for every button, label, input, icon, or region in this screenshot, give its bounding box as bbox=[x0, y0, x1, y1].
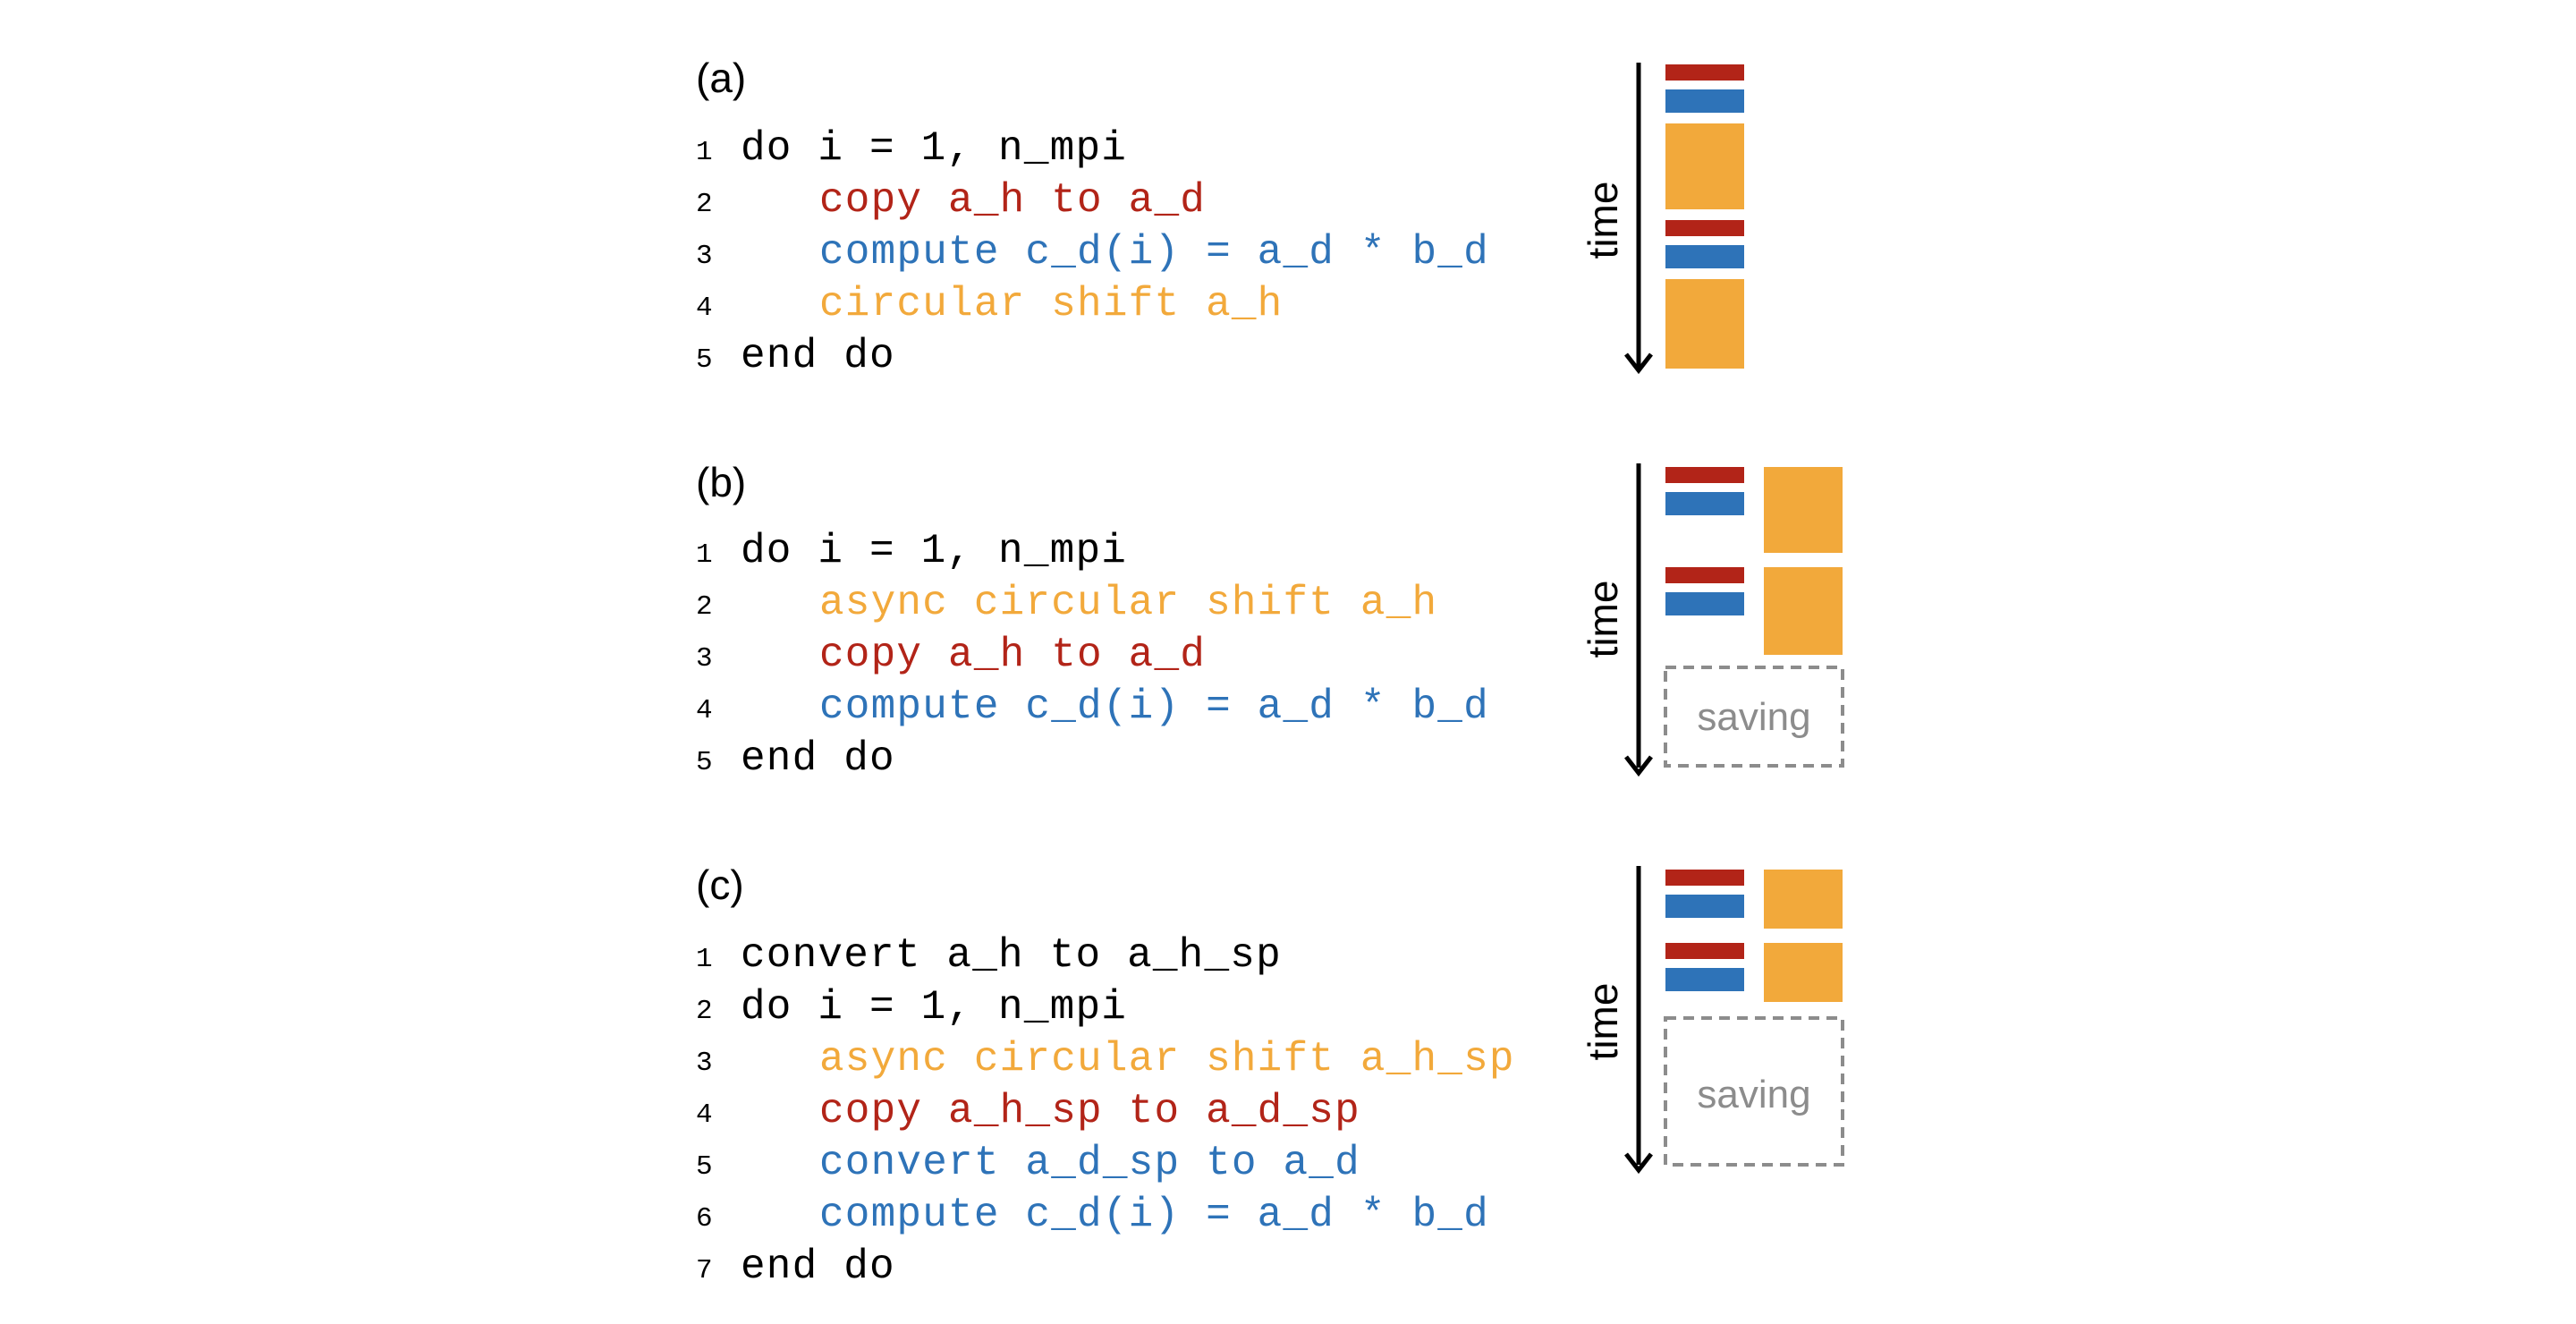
compute-bar bbox=[1665, 895, 1744, 918]
panel-c-line-5: 5 convert a_d_sp to a_d bbox=[696, 1140, 1360, 1192]
code-text: copy a_h to a_d bbox=[819, 177, 1207, 224]
panel-c-line-3: 3 async circular shift a_h_sp bbox=[696, 1036, 1515, 1088]
line-number: 3 bbox=[696, 1048, 713, 1079]
code-text: end do bbox=[741, 735, 895, 782]
panel-a-label: (a) bbox=[696, 55, 747, 101]
code-text: copy a_h to a_d bbox=[819, 632, 1207, 678]
line-number: 2 bbox=[696, 996, 713, 1027]
timeline-a: time bbox=[1580, 63, 1744, 375]
panel-a-line-5: 5 end do bbox=[696, 333, 895, 385]
panel-a-line-3: 3 compute c_d(i) = a_d * b_d bbox=[696, 229, 1489, 281]
code-text: end do bbox=[741, 333, 895, 379]
panel-c-label: (c) bbox=[696, 861, 744, 908]
saving-label: saving bbox=[1697, 695, 1810, 739]
line-number: 4 bbox=[696, 695, 713, 726]
panel-b-line-1: 1 do i = 1, n_mpi bbox=[696, 528, 1127, 580]
time-axis-label: time bbox=[1580, 983, 1626, 1061]
copy-bar bbox=[1665, 64, 1744, 81]
panel-b-line-3: 3 copy a_h to a_d bbox=[696, 632, 1206, 683]
shift-block bbox=[1764, 567, 1843, 655]
code-text: convert a_d_sp to a_d bbox=[819, 1140, 1360, 1186]
line-number: 4 bbox=[696, 293, 713, 324]
code-text: copy a_h_sp to a_d_sp bbox=[819, 1088, 1360, 1134]
shift-block bbox=[1764, 870, 1843, 929]
saving-box bbox=[1664, 1016, 1844, 1167]
line-number: 5 bbox=[696, 747, 713, 778]
saving-box bbox=[1664, 666, 1844, 768]
panel-b-line-4: 4 compute c_d(i) = a_d * b_d bbox=[696, 683, 1489, 735]
panel-a-line-1: 1 do i = 1, n_mpi bbox=[696, 125, 1127, 177]
time-axis-label: time bbox=[1580, 182, 1626, 259]
line-number: 2 bbox=[696, 591, 713, 623]
code-text: async circular shift a_h bbox=[819, 580, 1438, 626]
code-text: do i = 1, n_mpi bbox=[741, 528, 1128, 574]
compute-bar bbox=[1665, 592, 1744, 615]
arrowhead-icon bbox=[1624, 1152, 1653, 1175]
code-text: end do bbox=[741, 1243, 895, 1290]
line-number: 5 bbox=[696, 344, 713, 376]
time-axis-label: time bbox=[1580, 581, 1626, 658]
saving-label: saving bbox=[1697, 1073, 1810, 1116]
copy-bar bbox=[1665, 220, 1744, 236]
panel-a-line-4: 4 circular shift a_h bbox=[696, 281, 1283, 333]
shift-block bbox=[1665, 279, 1744, 369]
line-number: 5 bbox=[696, 1151, 713, 1183]
panel-c-line-2: 2 do i = 1, n_mpi bbox=[696, 984, 1127, 1036]
compute-bar bbox=[1665, 89, 1744, 113]
panel-c-line-7: 7 end do bbox=[696, 1243, 895, 1295]
line-number: 1 bbox=[696, 944, 713, 975]
timeline-c: time saving bbox=[1580, 866, 1844, 1175]
code-text: compute c_d(i) = a_d * b_d bbox=[819, 1192, 1489, 1238]
code-text: convert a_h to a_h_sp bbox=[741, 932, 1282, 979]
line-number: 2 bbox=[696, 189, 713, 220]
panel-c-line-4: 4 copy a_h_sp to a_d_sp bbox=[696, 1088, 1360, 1140]
line-number: 3 bbox=[696, 241, 713, 272]
copy-bar bbox=[1665, 870, 1744, 886]
panel-b-line-2: 2 async circular shift a_h bbox=[696, 580, 1437, 632]
code-text: circular shift a_h bbox=[819, 281, 1284, 327]
arrowhead-icon bbox=[1624, 755, 1653, 777]
panel-b-label: (b) bbox=[696, 459, 747, 505]
panel-c-line-6: 6 compute c_d(i) = a_d * b_d bbox=[696, 1192, 1489, 1243]
code-text: do i = 1, n_mpi bbox=[741, 984, 1128, 1031]
compute-bar bbox=[1665, 245, 1744, 268]
compute-bar bbox=[1665, 492, 1744, 515]
code-text: compute c_d(i) = a_d * b_d bbox=[819, 683, 1489, 730]
code-text: compute c_d(i) = a_d * b_d bbox=[819, 229, 1489, 276]
timeline-b: time saving bbox=[1580, 463, 1844, 777]
line-number: 1 bbox=[696, 539, 713, 571]
shift-block bbox=[1764, 467, 1843, 553]
code-text: do i = 1, n_mpi bbox=[741, 125, 1128, 172]
arrowhead-icon bbox=[1624, 352, 1653, 375]
copy-bar bbox=[1665, 567, 1744, 583]
line-number: 4 bbox=[696, 1099, 713, 1131]
panel-b-line-5: 5 end do bbox=[696, 735, 895, 787]
code-text: async circular shift a_h_sp bbox=[819, 1036, 1515, 1082]
line-number: 7 bbox=[696, 1255, 713, 1286]
line-number: 6 bbox=[696, 1203, 713, 1235]
panel-c-line-1: 1 convert a_h to a_h_sp bbox=[696, 932, 1282, 984]
line-number: 3 bbox=[696, 643, 713, 675]
compute-bar bbox=[1665, 968, 1744, 991]
shift-block bbox=[1764, 943, 1843, 1002]
line-number: 1 bbox=[696, 137, 713, 168]
shift-block bbox=[1665, 123, 1744, 209]
copy-bar bbox=[1665, 467, 1744, 483]
copy-bar bbox=[1665, 943, 1744, 959]
panel-a-line-2: 2 copy a_h to a_d bbox=[696, 177, 1206, 229]
